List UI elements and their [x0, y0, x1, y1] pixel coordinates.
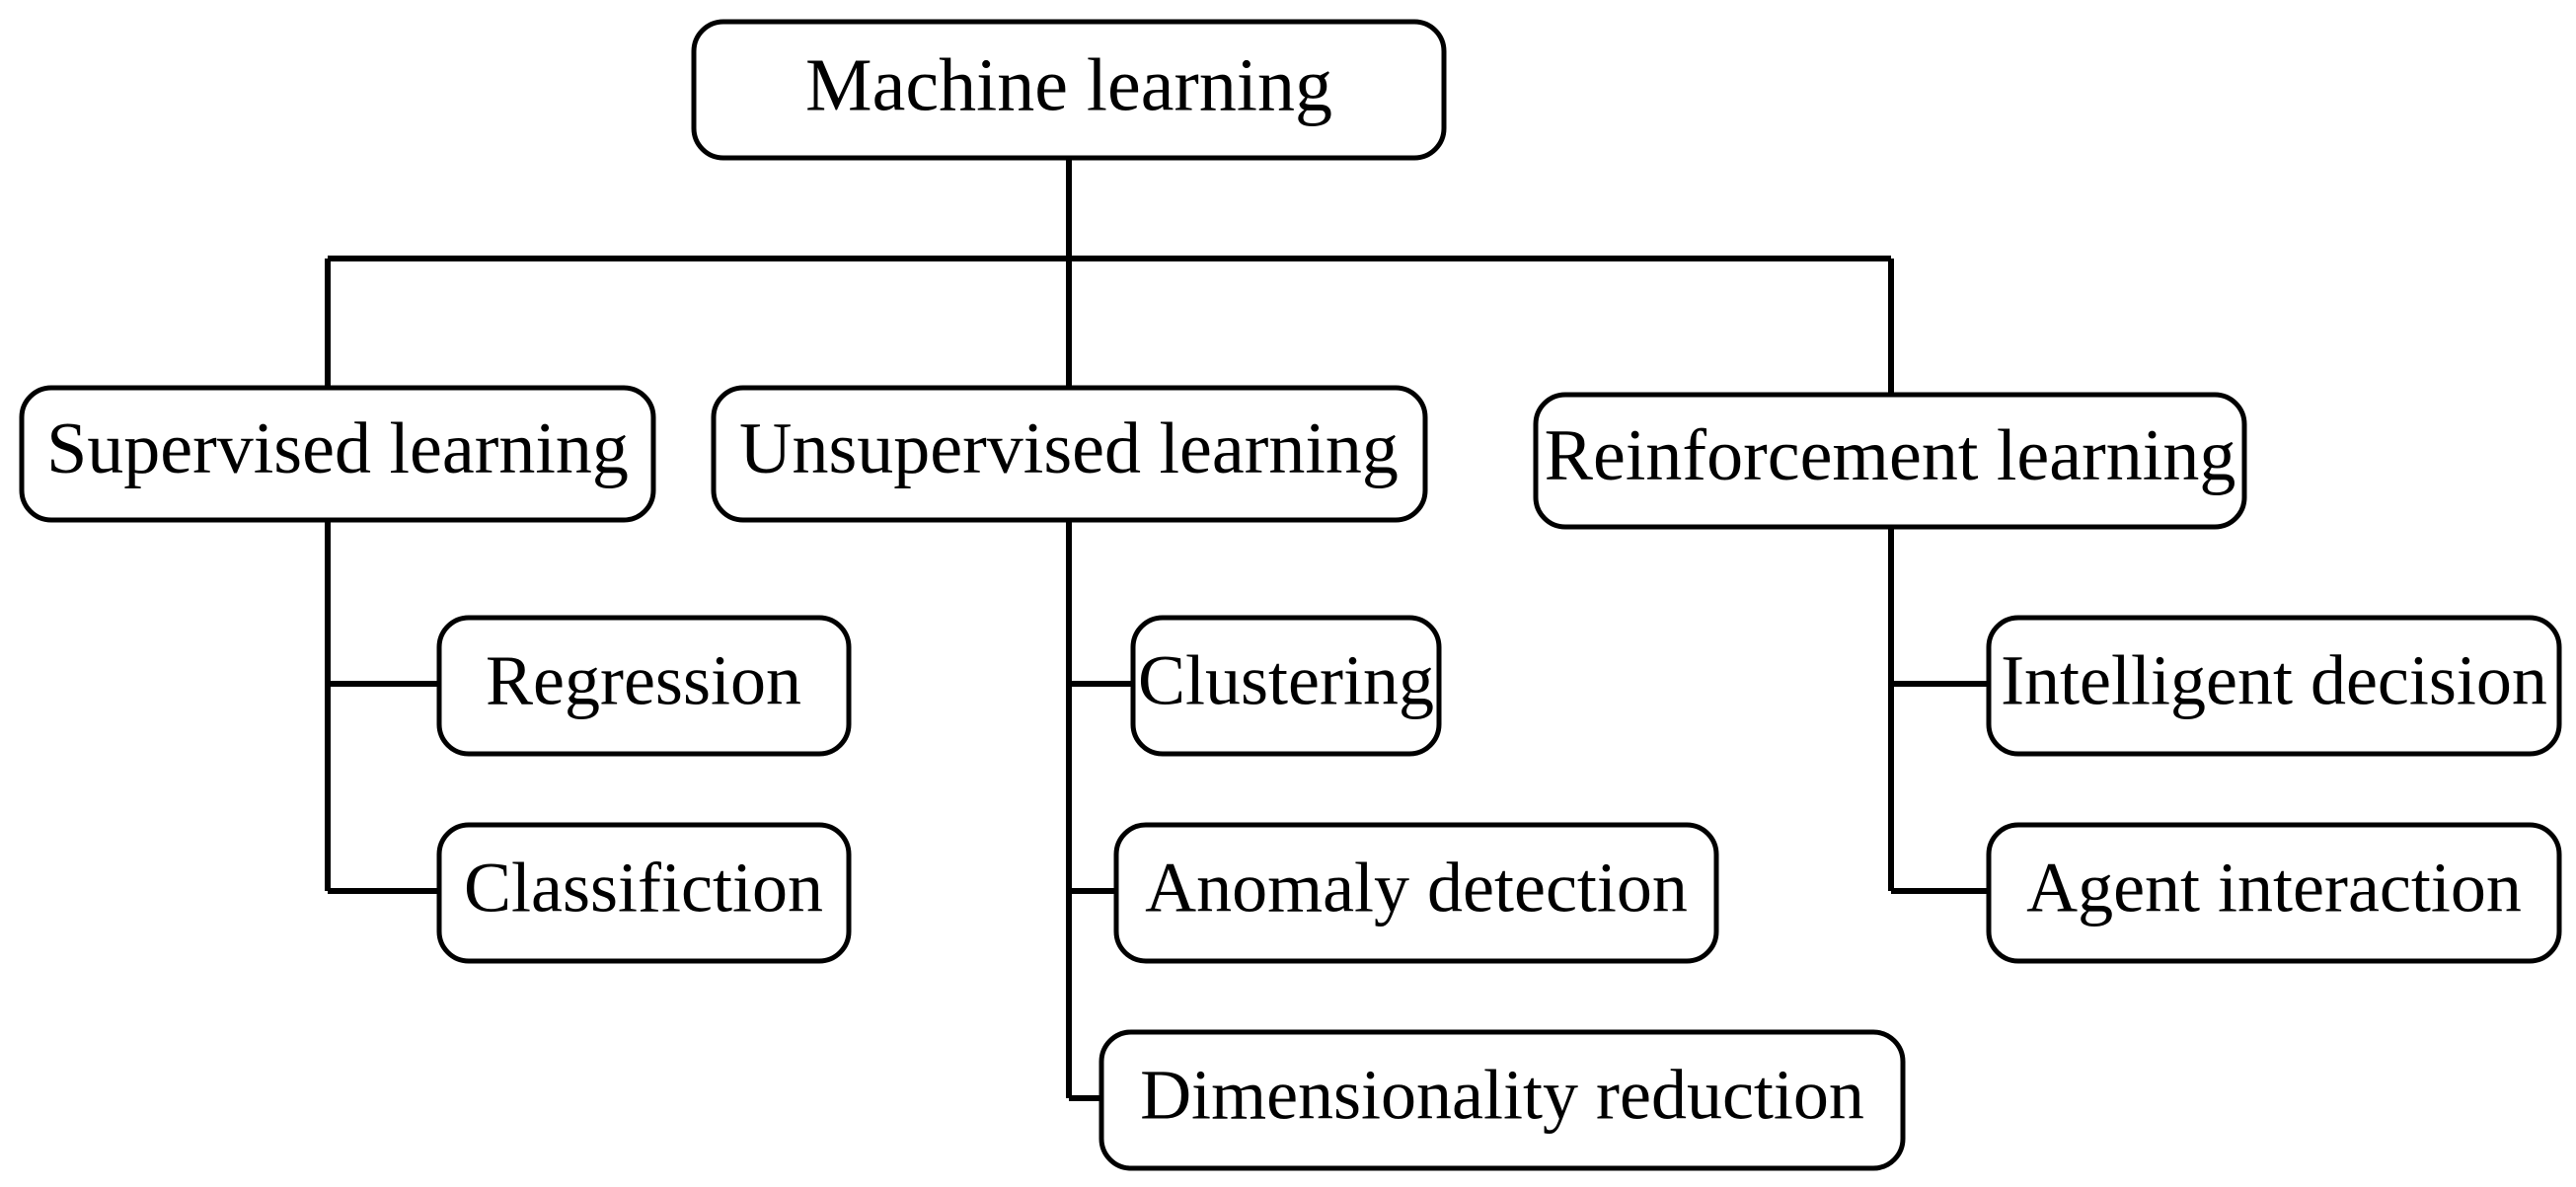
node-anomaly-detection-box[interactable] — [1113, 822, 1719, 964]
node-supervised-learning-box[interactable] — [19, 385, 656, 523]
node-intelligent-decision[interactable]: Intelligent decision — [1986, 615, 2562, 757]
node-intelligent-decision-label: Intelligent decision — [2001, 641, 2547, 720]
node-agent-interaction-label: Agent interaction — [2026, 849, 2522, 927]
node-classifiction-box[interactable] — [436, 822, 852, 964]
node-unsupervised-learning-label: Unsupervised learning — [739, 408, 1399, 489]
node-unsupervised-learning[interactable]: Unsupervised learning — [711, 385, 1428, 523]
node-classifiction[interactable]: Classifiction — [436, 822, 852, 964]
node-intelligent-decision-box[interactable] — [1986, 615, 2562, 757]
node-machine-learning[interactable]: Machine learning — [691, 19, 1447, 161]
node-supervised-learning[interactable]: Supervised learning — [19, 385, 656, 523]
node-regression-box[interactable] — [436, 615, 852, 757]
node-reinforcement-learning-label: Reinforcement learning — [1545, 415, 2236, 496]
node-clustering-box[interactable] — [1130, 615, 1442, 757]
node-anomaly-detection[interactable]: Anomaly detection — [1113, 822, 1719, 964]
node-reinforcement-learning-box[interactable] — [1533, 392, 2247, 530]
node-classifiction-label: Classifiction — [464, 849, 823, 927]
node-reinforcement-learning[interactable]: Reinforcement learning — [1533, 392, 2247, 530]
node-clustering-label: Clustering — [1138, 641, 1434, 720]
node-dimensionality-reduction-box[interactable] — [1099, 1029, 1906, 1171]
node-clustering[interactable]: Clustering — [1130, 615, 1442, 757]
node-machine-learning-box[interactable] — [691, 19, 1447, 161]
node-agent-interaction-box[interactable] — [1986, 822, 2562, 964]
node-regression-label: Regression — [486, 641, 801, 720]
node-regression[interactable]: Regression — [436, 615, 852, 757]
node-anomaly-detection-label: Anomaly detection — [1145, 849, 1688, 927]
node-unsupervised-learning-box[interactable] — [711, 385, 1428, 523]
node-dimensionality-reduction-label: Dimensionality reduction — [1140, 1056, 1864, 1135]
node-agent-interaction[interactable]: Agent interaction — [1986, 822, 2562, 964]
node-dimensionality-reduction[interactable]: Dimensionality reduction — [1099, 1029, 1906, 1171]
node-machine-learning-label: Machine learning — [805, 43, 1332, 126]
node-supervised-learning-label: Supervised learning — [46, 408, 629, 489]
